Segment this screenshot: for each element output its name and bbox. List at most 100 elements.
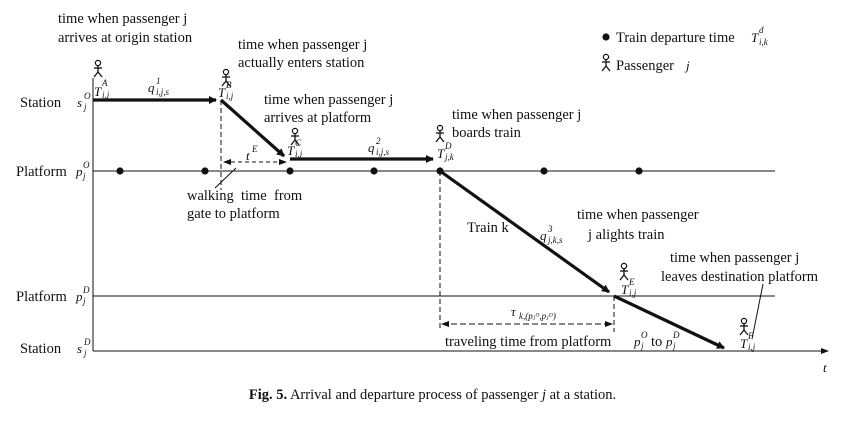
annotation-line: leaves destination platform bbox=[661, 269, 819, 285]
q1-sub: i,j,s bbox=[156, 87, 170, 97]
q3-base: q bbox=[540, 228, 547, 243]
segment-train-ride bbox=[439, 169, 610, 294]
annotation-line: gate to platform bbox=[187, 206, 280, 222]
departure-dots bbox=[116, 167, 643, 175]
T-D-sup: D bbox=[444, 141, 452, 151]
q2-sub: i,j,s bbox=[376, 147, 390, 157]
pD-base: p bbox=[665, 334, 673, 349]
departure-dot bbox=[635, 167, 643, 175]
passenger-icon-board bbox=[435, 124, 445, 143]
caption-fig-number: Fig. 5. bbox=[248, 387, 288, 403]
annotation-leaves-platform: time when passenger j leaves destination… bbox=[661, 250, 819, 285]
T-B-base: T bbox=[218, 85, 226, 100]
platform-origin-sup: O bbox=[83, 160, 90, 170]
departure-dot bbox=[201, 167, 209, 175]
annotation-line: time when passenger j bbox=[670, 250, 799, 266]
q1-base: q bbox=[148, 80, 155, 95]
legend-passenger-label: Passenger bbox=[616, 58, 674, 74]
legend-departure-sub: i,k bbox=[759, 37, 769, 47]
row-label-station-origin: Station s O j bbox=[20, 91, 91, 112]
annotation-line: time when passenger j bbox=[58, 11, 187, 27]
pO-sub: j bbox=[640, 341, 644, 351]
station-origin-label: Station bbox=[20, 95, 62, 111]
row-label-platform-origin: Platform p O j bbox=[16, 160, 90, 181]
tau-sub: k,(pⱼᴼ,pⱼᴰ) bbox=[519, 311, 556, 321]
annotation-line: actually enters station bbox=[238, 55, 365, 71]
T-C-sub: i,j bbox=[295, 149, 303, 159]
annotation-line: boards train bbox=[452, 125, 522, 141]
annotation-enter-station: time when passenger j actually enters st… bbox=[238, 37, 367, 71]
departure-dot bbox=[540, 167, 548, 175]
legend-departure-sym: T bbox=[751, 30, 759, 45]
T-F-base: T bbox=[740, 336, 748, 351]
q1-sup: 1 bbox=[156, 76, 161, 86]
T-E-sup: E bbox=[628, 277, 635, 287]
q2-base: q bbox=[368, 140, 375, 155]
traveling-time-to: to bbox=[651, 334, 662, 350]
row-label-platform-dest: Platform p D j bbox=[16, 285, 90, 306]
T-B-sup: B bbox=[226, 80, 232, 90]
departure-dot bbox=[370, 167, 378, 175]
annotation-boards-train: time when passenger j boards train bbox=[452, 107, 581, 141]
passenger-trajectory bbox=[93, 96, 725, 350]
pO-sup: O bbox=[641, 330, 648, 340]
station-origin-sup: O bbox=[84, 91, 91, 101]
q3-sub: j,k,s bbox=[547, 235, 563, 245]
T-E-base: T bbox=[621, 282, 629, 297]
T-E-sub: i,j bbox=[629, 288, 637, 298]
T-A-base: T bbox=[94, 84, 102, 99]
passenger-icon-alight bbox=[619, 262, 629, 281]
annotation-line: time when passenger bbox=[577, 207, 699, 223]
T-C-label: T C i,j bbox=[287, 138, 303, 159]
q2-label: q 2 i,j,s bbox=[368, 136, 390, 157]
q1-label: q 1 i,j,s bbox=[148, 76, 170, 97]
annotation-line: arrives at origin station bbox=[58, 30, 193, 46]
walking-time-leader bbox=[214, 167, 237, 189]
segment-walk-to-platform bbox=[219, 98, 286, 158]
T-A-label: T A i,j bbox=[94, 78, 110, 100]
T-D-base: T bbox=[437, 146, 445, 161]
caption-j: j bbox=[542, 387, 547, 403]
platform-dest-sub: j bbox=[82, 296, 86, 306]
caption-text-before: Arrival and departure process of passeng… bbox=[287, 387, 543, 403]
traveling-time-label: traveling time from platform p O j to p … bbox=[445, 330, 680, 351]
T-F-sub: i,j bbox=[748, 342, 756, 352]
q2-sup: 2 bbox=[376, 136, 381, 146]
leaves-platform-leader bbox=[751, 283, 764, 340]
annotation-line: time when passenger j bbox=[452, 107, 581, 123]
annotation-line: j alights train bbox=[587, 227, 665, 243]
T-A-sup: A bbox=[101, 78, 108, 88]
tau-symbol: τ bbox=[511, 304, 517, 319]
platform-dest-sup: D bbox=[82, 285, 90, 295]
T-F-label: T F i,j bbox=[740, 331, 756, 352]
T-C-base: T bbox=[287, 143, 295, 158]
annotation-alights-train: time when passenger j alights train bbox=[577, 207, 699, 243]
station-dest-symbol: s bbox=[77, 341, 82, 356]
T-B-label: T B i,j bbox=[218, 80, 234, 101]
passenger-icon-leave bbox=[739, 317, 749, 336]
T-B-sub: i,j bbox=[226, 91, 234, 101]
T-D-sub: j,k bbox=[444, 152, 455, 162]
time-axis-label: t bbox=[823, 360, 827, 375]
annotation-line: arrives at platform bbox=[264, 110, 372, 126]
legend-departure-sup: d bbox=[759, 25, 764, 35]
train-label: Train k bbox=[467, 220, 510, 236]
platform-origin-symbol: p bbox=[75, 164, 83, 179]
tE-symbol: t bbox=[246, 148, 250, 163]
T-F-sup: F bbox=[747, 331, 754, 341]
T-C-sup: C bbox=[295, 138, 302, 148]
platform-dest-symbol: p bbox=[75, 289, 83, 304]
station-dest-sup: D bbox=[83, 337, 91, 347]
legend-passenger-sym: j bbox=[684, 58, 690, 73]
pO-base: p bbox=[633, 334, 641, 349]
annotation-arrive-origin: time when passenger j arrives at origin … bbox=[58, 11, 193, 46]
legend-departure-label: Train departure time bbox=[616, 30, 735, 46]
departure-dot bbox=[116, 167, 124, 175]
platform-dest-label: Platform bbox=[16, 289, 67, 305]
pD-sup: D bbox=[672, 330, 680, 340]
figure-caption: Fig. 5. Arrival and departure process of… bbox=[0, 387, 865, 404]
platform-origin-label: Platform bbox=[16, 164, 67, 180]
q3-sup: 3 bbox=[547, 224, 553, 234]
T-E-label: T E i,j bbox=[621, 277, 637, 298]
